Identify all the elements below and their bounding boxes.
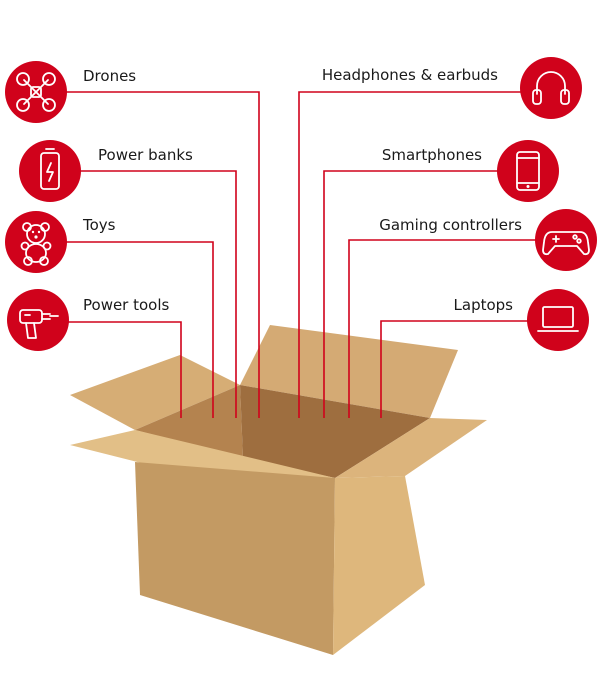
label-gaming-controllers: Gaming controllers	[379, 216, 522, 234]
labels: Drones Power banks Toys Power tools Head…	[82, 66, 522, 314]
leader-line-smartphones	[323, 170, 510, 418]
power-bank-icon	[19, 140, 81, 202]
gamepad-icon	[535, 209, 597, 271]
label-drones: Drones	[83, 67, 136, 85]
drone-icon	[5, 61, 67, 123]
box-flap-back-left	[70, 355, 240, 430]
label-smartphones: Smartphones	[382, 146, 482, 164]
smartphone-icon	[497, 140, 559, 202]
leader-line-headphones	[298, 91, 530, 418]
cardboard-box	[70, 325, 487, 655]
label-power-tools: Power tools	[83, 296, 170, 314]
leader-line-gaming-controllers	[348, 239, 545, 418]
box-inside-left	[135, 385, 243, 458]
leader-line-power-banks	[70, 170, 237, 418]
label-power-banks: Power banks	[98, 146, 193, 164]
box-flap-right	[335, 418, 487, 478]
laptop-icon	[527, 289, 589, 351]
box-front-face	[135, 462, 335, 655]
leader-line-power-tools	[58, 321, 182, 418]
headphones-icon	[520, 57, 582, 119]
leader-line-toys	[58, 241, 214, 418]
label-laptops: Laptops	[454, 296, 514, 314]
leader-line-laptops	[380, 320, 535, 418]
leader-lines	[58, 91, 545, 418]
leader-line-drones	[58, 91, 260, 418]
label-toys: Toys	[82, 216, 116, 234]
drill-icon	[7, 289, 69, 351]
label-headphones: Headphones & earbuds	[322, 66, 498, 84]
box-side-face	[333, 476, 425, 655]
teddy-bear-icon	[5, 211, 67, 273]
box-inside-back	[240, 385, 430, 478]
